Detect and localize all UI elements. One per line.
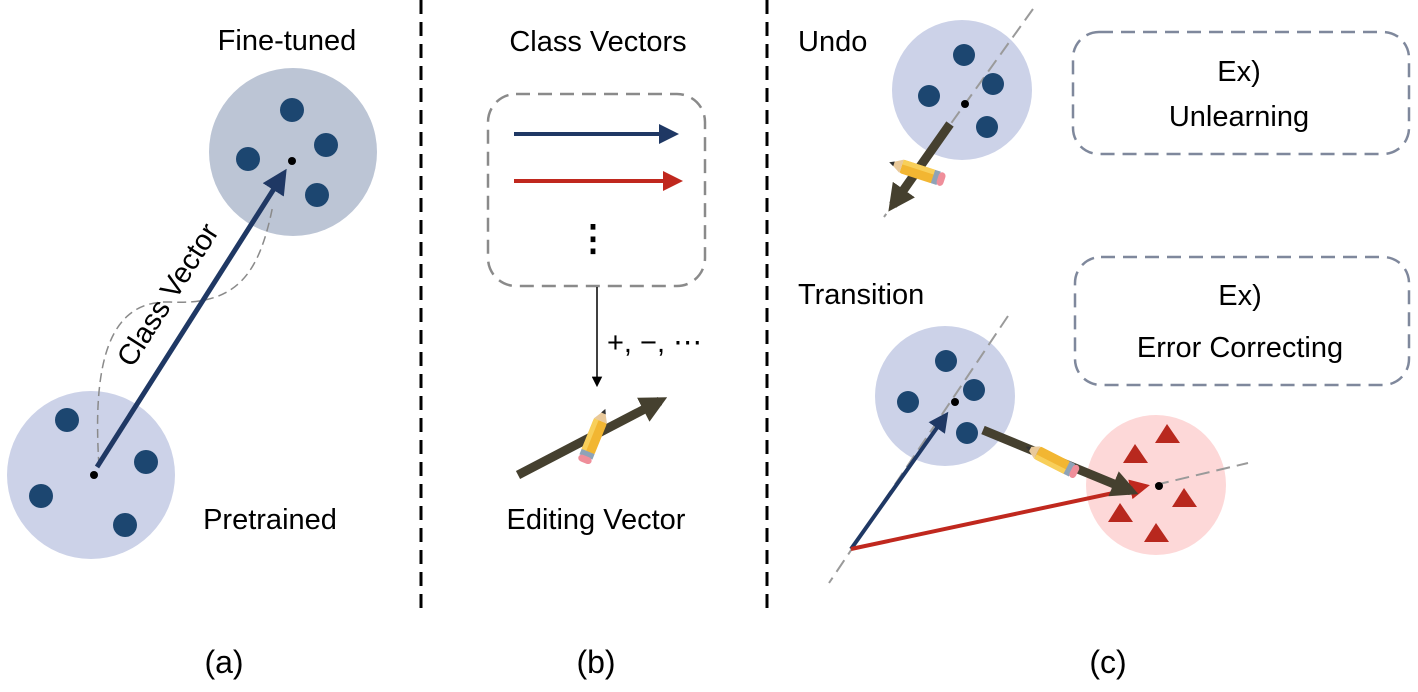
cluster-triangle (1123, 444, 1148, 463)
cluster-triangle (1155, 424, 1180, 443)
error-correcting-name: Error Correcting (1137, 332, 1343, 364)
cluster-point (236, 147, 260, 171)
cluster-point (976, 116, 998, 138)
panel-b: Class Vectors ⋮ +, −, ⋯ Editing Vector (… (486, 26, 707, 680)
pencil-icon (887, 155, 947, 187)
source-class-vector (849, 411, 949, 551)
cluster-point (918, 85, 940, 107)
cluster-center (90, 471, 98, 479)
pretrained-label: Pretrained (203, 504, 337, 536)
target-direction-line (1154, 462, 1249, 486)
transition-source-cluster (875, 326, 1015, 466)
cluster-point (953, 44, 975, 66)
cluster-point (29, 484, 53, 508)
cluster-point (280, 98, 304, 122)
error-correcting-example-box (1073, 255, 1411, 387)
panel-c: Undo Ex) Unlearning Transition (798, 8, 1411, 680)
caption-a: (a) (204, 644, 243, 680)
cluster-triangle (1108, 503, 1133, 522)
target-class-vector (850, 479, 1150, 551)
finetuned-cluster (209, 68, 377, 236)
cluster-point (134, 450, 158, 474)
unlearning-prefix: Ex) (1217, 56, 1261, 88)
cluster-center (288, 157, 296, 165)
undo-cluster (892, 20, 1032, 160)
finetuning-path (96, 204, 274, 467)
cluster-point (314, 133, 338, 157)
panel-a: Fine-tuned Class Vector Pretrained (a) (7, 25, 377, 680)
cluster-point (963, 379, 985, 401)
more-vectors-ellipsis: ⋮ (575, 217, 611, 258)
cluster-point (113, 513, 137, 537)
cluster-point (305, 183, 329, 207)
editing-vector-label: Editing Vector (507, 504, 686, 536)
cluster-center (961, 100, 969, 108)
unlearning-example-box (1071, 30, 1411, 156)
cluster-point (956, 422, 978, 444)
cluster-center (951, 398, 959, 406)
cluster-point (55, 408, 79, 432)
source-direction-line (828, 315, 1009, 584)
caption-b: (b) (576, 644, 615, 680)
class-vectors-title: Class Vectors (509, 26, 686, 58)
pencil-icon (577, 406, 612, 466)
error-correcting-prefix: Ex) (1218, 280, 1262, 312)
unlearning-name: Unlearning (1169, 101, 1309, 133)
undo-label: Undo (798, 26, 867, 58)
undo-editing-vector (888, 121, 954, 212)
transition-label: Transition (798, 279, 924, 311)
caption-c: (c) (1089, 644, 1126, 680)
operations-label: +, −, ⋯ (607, 327, 702, 359)
cluster-triangle (1144, 523, 1169, 542)
cluster-point (897, 391, 919, 413)
cluster-point (982, 73, 1004, 95)
class-vector-arrow (94, 168, 287, 469)
cluster-triangle (1172, 488, 1197, 507)
finetuned-label: Fine-tuned (218, 25, 357, 57)
cluster-point (935, 350, 957, 372)
cluster-center (1155, 482, 1163, 490)
class-vectors-box (486, 92, 707, 288)
